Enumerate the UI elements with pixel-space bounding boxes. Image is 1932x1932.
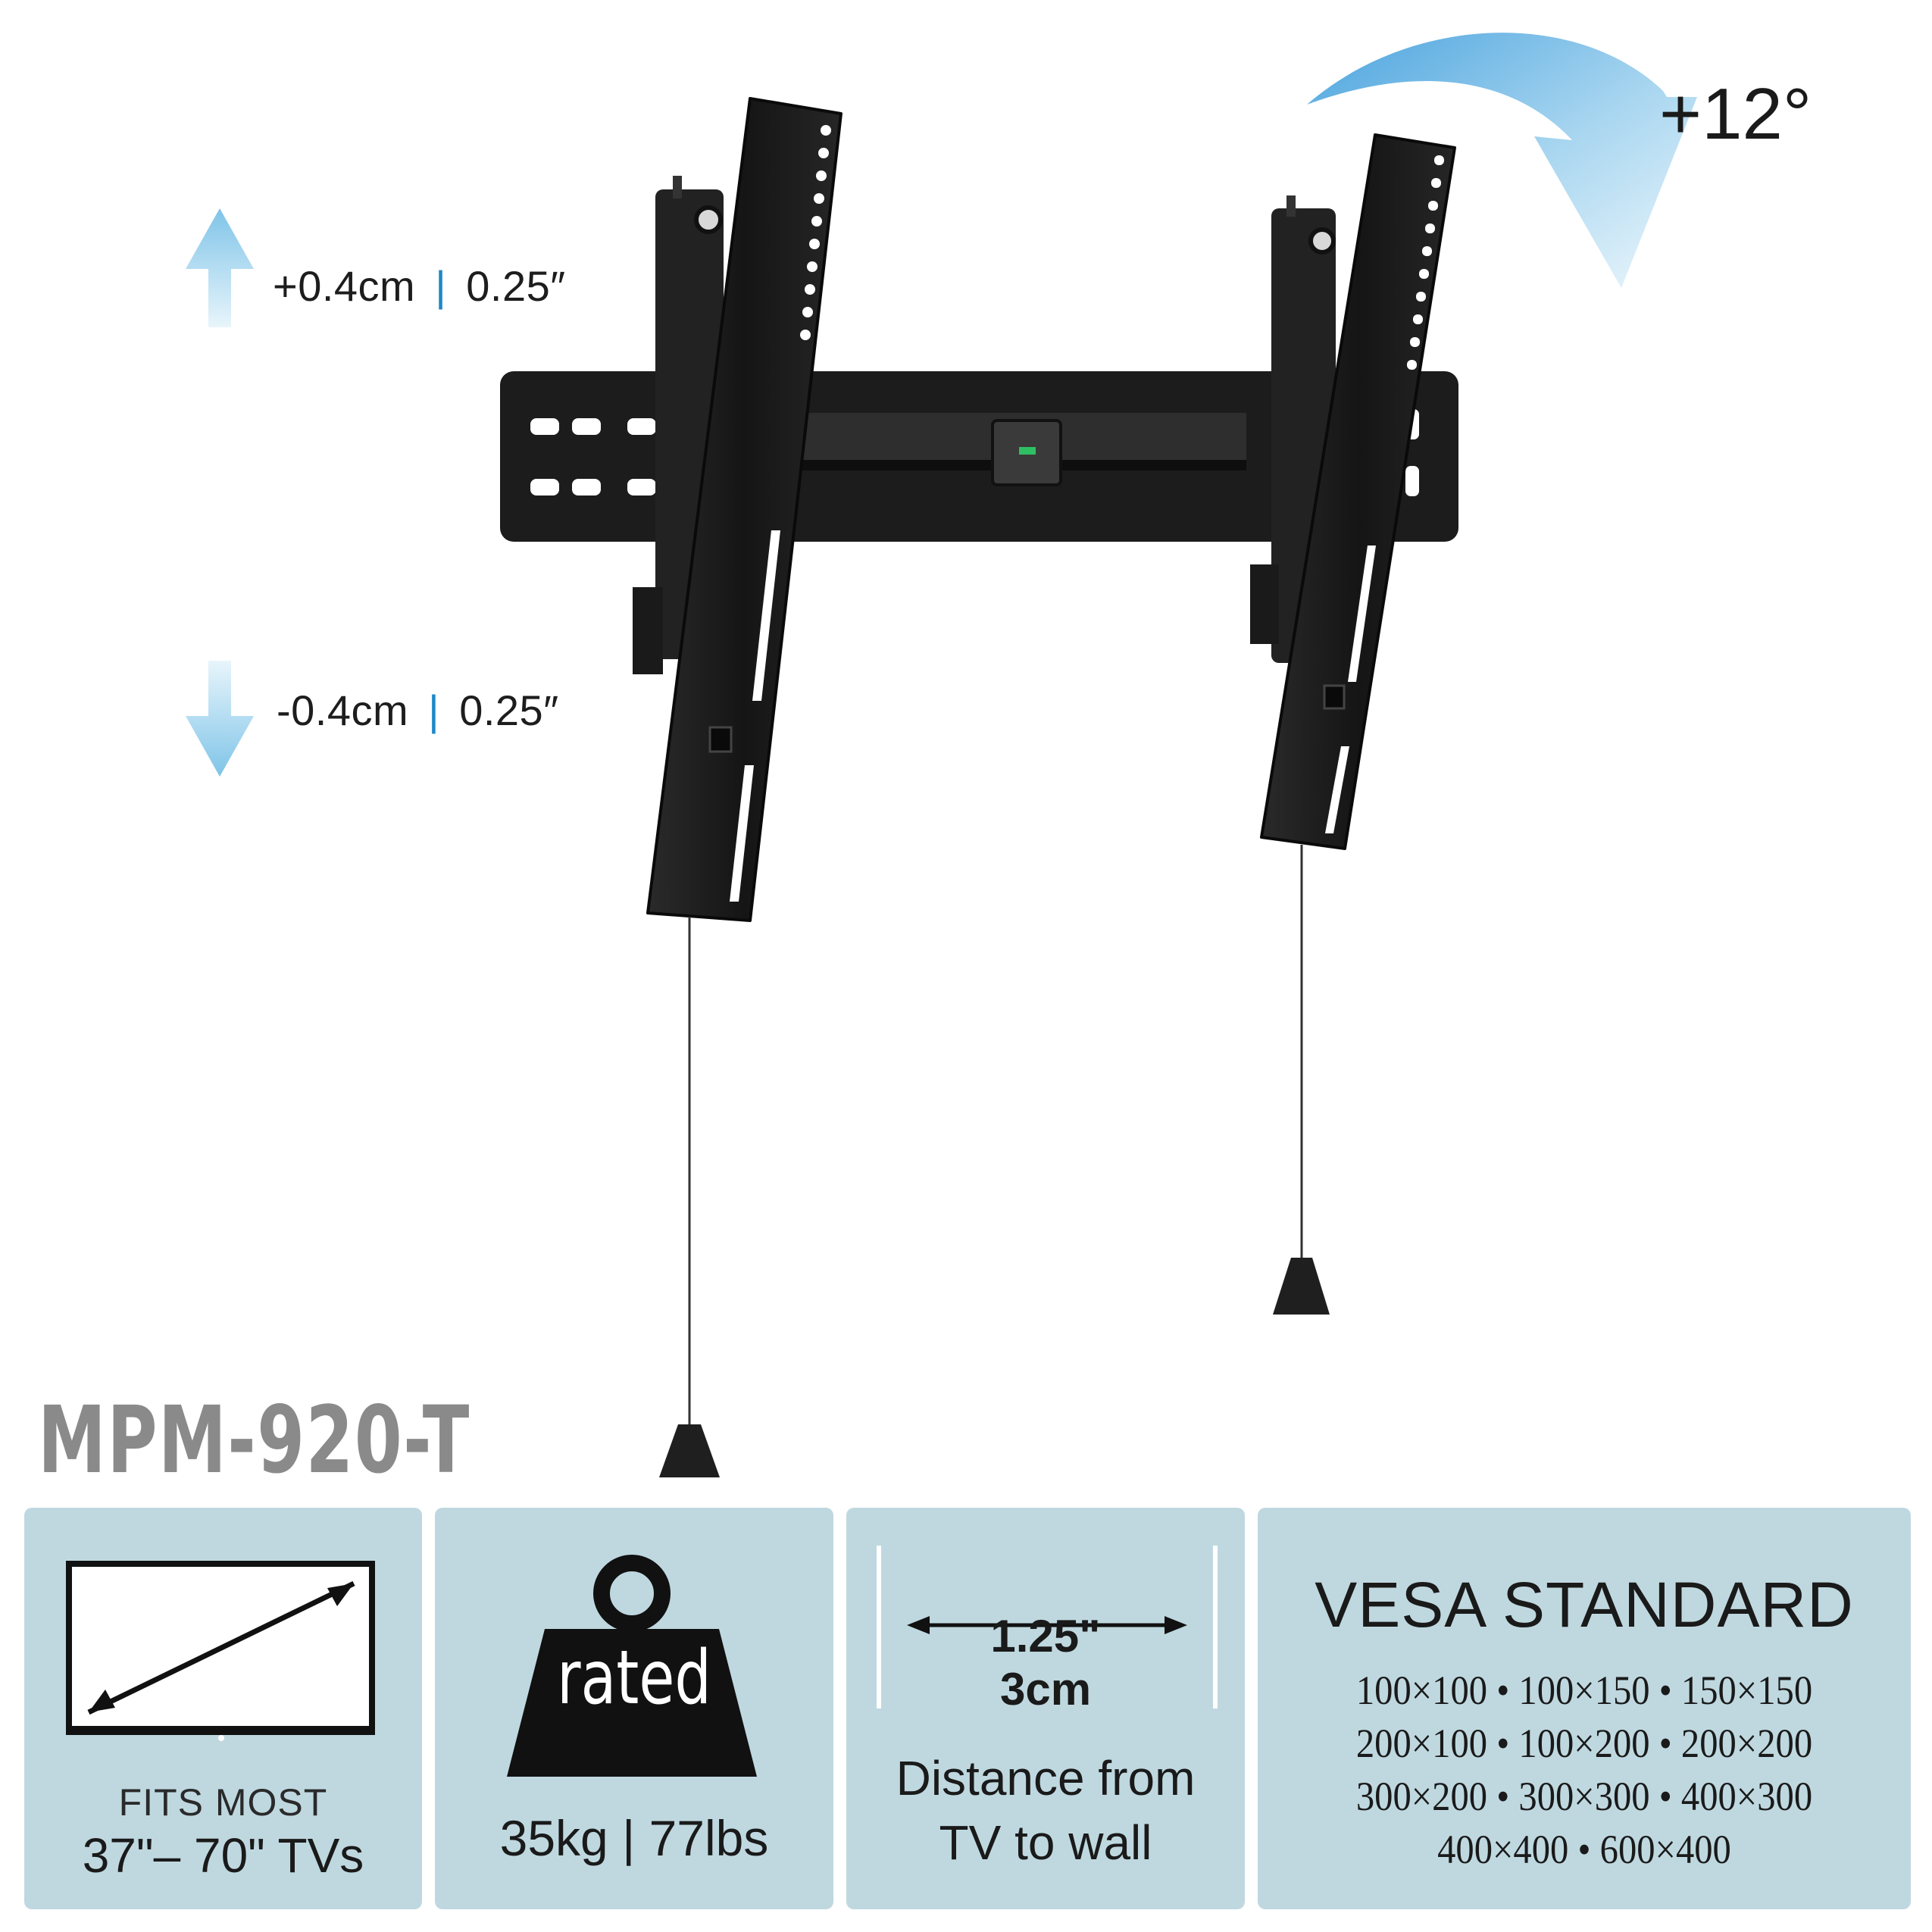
- distance-inches: 1.25": [990, 1611, 1101, 1662]
- wall-distance-panel: 1.25" 3cm Distance from TV to wall: [846, 1508, 1245, 1909]
- height-down-metric: -0.4cm: [277, 686, 409, 734]
- height-up-label: +0.4cm | 0.25″: [273, 261, 566, 311]
- height-down-separator: |: [428, 686, 440, 734]
- distance-arrow-icon: [877, 1546, 1218, 1708]
- right-pull-cord: [1273, 845, 1330, 1315]
- distance-desc-line1: Distance from: [896, 1751, 1196, 1805]
- tilt-angle-label: +12°: [1659, 73, 1812, 155]
- height-up-imperial: 0.25″: [466, 262, 566, 310]
- tv-screen-icon: [66, 1561, 375, 1741]
- vesa-standard-panel: VESA STANDARD 100×100 • 100×150 • 150×15…: [1258, 1508, 1911, 1909]
- height-down-label: -0.4cm | 0.25″: [277, 686, 559, 735]
- rated-badge-text: rated: [557, 1635, 711, 1721]
- vesa-patterns-line-4: 400×400 • 600×400: [1437, 1827, 1731, 1872]
- height-down-imperial: 0.25″: [459, 686, 559, 734]
- tv-size-range: 37"– 70" TVs: [82, 1828, 364, 1883]
- vesa-patterns-line-2: 200×100 • 100×200 • 200×200: [1355, 1721, 1813, 1766]
- left-bracket-arm: [646, 97, 843, 922]
- arrow-up-icon: [186, 208, 254, 327]
- tilt-arrow-icon: [1307, 33, 1697, 288]
- tilting-tv-wall-mount-illustration: [186, 33, 1697, 1477]
- model-number: MPM-920-T: [38, 1386, 470, 1494]
- fits-most-label: FITS MOST: [118, 1781, 328, 1824]
- weight-rating-panel: rated 35kg | 77lbs: [435, 1508, 833, 1909]
- height-up-separator: |: [435, 262, 447, 310]
- vesa-patterns-line-3: 300×200 • 300×300 • 400×300: [1355, 1774, 1813, 1819]
- vesa-title: VESA STANDARD: [1315, 1569, 1854, 1640]
- fits-tv-size-panel: FITS MOST 37"– 70" TVs: [24, 1508, 422, 1909]
- left-pull-cord: [659, 917, 720, 1477]
- weight-icon: [507, 1555, 757, 1777]
- distance-desc-line2: TV to wall: [939, 1815, 1152, 1870]
- arrow-down-icon: [186, 661, 254, 777]
- height-up-metric: +0.4cm: [273, 262, 416, 310]
- weight-capacity: 35kg | 77lbs: [499, 1810, 769, 1866]
- vesa-patterns-line-1: 100×100 • 100×150 • 150×150: [1355, 1668, 1813, 1713]
- distance-cm: 3cm: [999, 1664, 1092, 1715]
- right-bracket-arm: [1260, 133, 1456, 850]
